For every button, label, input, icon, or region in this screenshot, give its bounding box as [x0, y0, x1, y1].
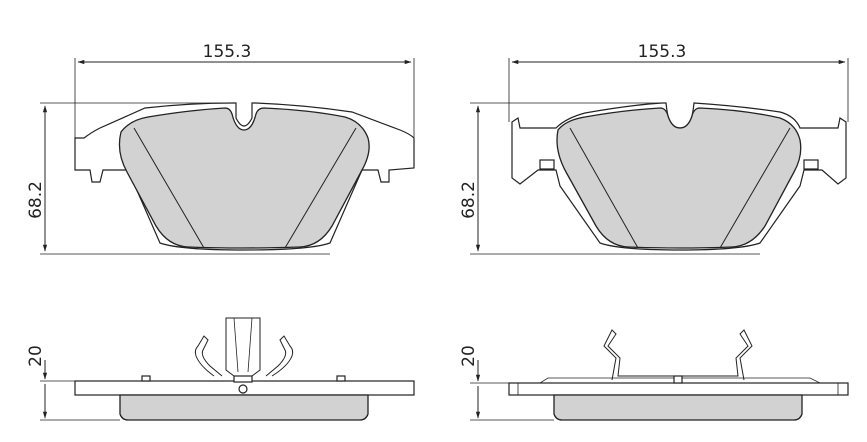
left-wear-slot-1 [133, 127, 205, 249]
right-side-backing-plate [508, 382, 849, 396]
right-side-center-rivet [673, 375, 683, 384]
left-side-clip-inner [233, 317, 253, 373]
right-wear-slot-2 [719, 127, 791, 249]
left-side-rivet-right [336, 375, 346, 382]
right-front-view: 155.3 68.2 [459, 42, 849, 255]
left-friction-pad [118, 107, 370, 249]
left-front-view: 155.3 68.2 [26, 42, 415, 255]
left-width-label: 155.3 [203, 42, 252, 62]
left-side-clip [225, 317, 261, 377]
right-height-label: 68.2 [459, 181, 479, 219]
right-side-spring-clip [603, 329, 753, 381]
left-side-thickness-label: 20 [26, 345, 46, 367]
right-side-view: 20 [459, 329, 849, 421]
left-side-spring-left [194, 335, 223, 377]
left-side-spring-right [265, 335, 294, 377]
right-plate-tab-left [539, 159, 555, 170]
right-side-friction-pad [553, 394, 803, 421]
left-side-view: 20 [26, 317, 415, 421]
left-side-friction-pad [119, 394, 369, 421]
left-side-clip-base [233, 375, 253, 383]
right-width-label: 155.3 [638, 42, 687, 62]
right-side-thickness-label: 20 [459, 345, 479, 367]
left-height-label: 68.2 [26, 181, 46, 219]
left-wear-slot-2 [284, 127, 357, 249]
right-wear-slot-1 [569, 127, 639, 249]
left-side-clip-rivet [238, 384, 248, 394]
right-plate-tab-right [803, 159, 819, 170]
left-side-rivet-left [141, 375, 151, 382]
